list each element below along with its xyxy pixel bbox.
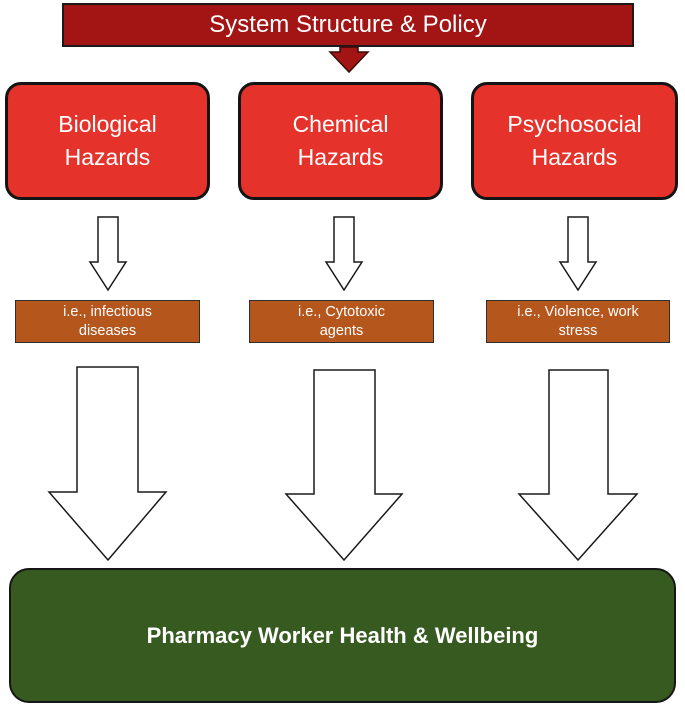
system-structure-label: System Structure & Policy — [209, 11, 487, 38]
hazard-label: Biological Hazards — [58, 111, 157, 170]
hazard-box-chemical: Chemical Hazards — [238, 82, 443, 200]
hazard-label: Chemical Hazards — [292, 111, 389, 170]
small-down-arrow-icon — [324, 216, 364, 292]
example-box-chemical: i.e., Cytotoxic agents — [249, 300, 434, 343]
small-down-arrow-icon — [88, 216, 128, 292]
example-box-biological: i.e., infectious diseases — [15, 300, 200, 343]
example-label: i.e., Violence, work stress — [517, 303, 639, 339]
large-down-arrow-icon — [284, 369, 404, 562]
large-down-arrow-icon — [517, 369, 639, 562]
system-structure-banner: System Structure & Policy — [62, 3, 634, 47]
example-label: i.e., Cytotoxic agents — [297, 303, 386, 339]
outcome-label: Pharmacy Worker Health & Wellbeing — [146, 622, 539, 648]
banner-down-arrow-icon — [328, 46, 370, 74]
hazard-box-biological: Biological Hazards — [5, 82, 210, 200]
hazard-box-psychosocial: Psychosocial Hazards — [471, 82, 678, 200]
hazard-label: Psychosocial Hazards — [507, 111, 642, 170]
example-box-psychosocial: i.e., Violence, work stress — [486, 300, 670, 343]
outcome-box: Pharmacy Worker Health & Wellbeing — [9, 568, 676, 703]
small-down-arrow-icon — [558, 216, 598, 292]
example-label: i.e., infectious diseases — [63, 303, 152, 339]
large-down-arrow-icon — [47, 366, 168, 562]
